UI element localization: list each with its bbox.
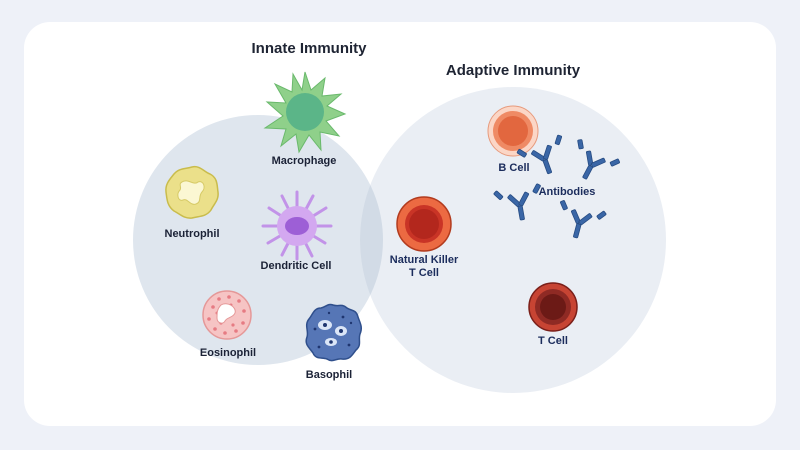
eosinophil-icon xyxy=(202,290,252,340)
dendritic-cell-icon xyxy=(261,190,333,261)
b-cell-label: B Cell xyxy=(498,162,530,174)
antibodies-label: Antibodies xyxy=(538,186,596,198)
adaptive-immunity-title: Adaptive Immunity xyxy=(445,62,581,79)
neutrophil-label: Neutrophil xyxy=(164,228,220,240)
macrophage-label: Macrophage xyxy=(271,155,337,167)
basophil-label: Basophil xyxy=(305,369,353,381)
macrophage-icon xyxy=(263,71,347,154)
innate-immunity-title: Innate Immunity xyxy=(251,40,367,57)
nk-cell-label-line2: T Cell xyxy=(409,267,439,279)
basophil-icon xyxy=(305,303,362,362)
dendritic-cell-label: Dendritic Cell xyxy=(260,260,332,272)
t-cell-icon xyxy=(528,282,578,332)
neutrophil-icon xyxy=(165,165,219,219)
eosinophil-label: Eosinophil xyxy=(199,347,257,359)
b-cell-icon xyxy=(487,105,539,157)
t-cell-label: T Cell xyxy=(538,335,568,347)
nk-cell-icon xyxy=(396,196,452,252)
nk-cell-label-line1: Natural Killer xyxy=(389,254,459,266)
